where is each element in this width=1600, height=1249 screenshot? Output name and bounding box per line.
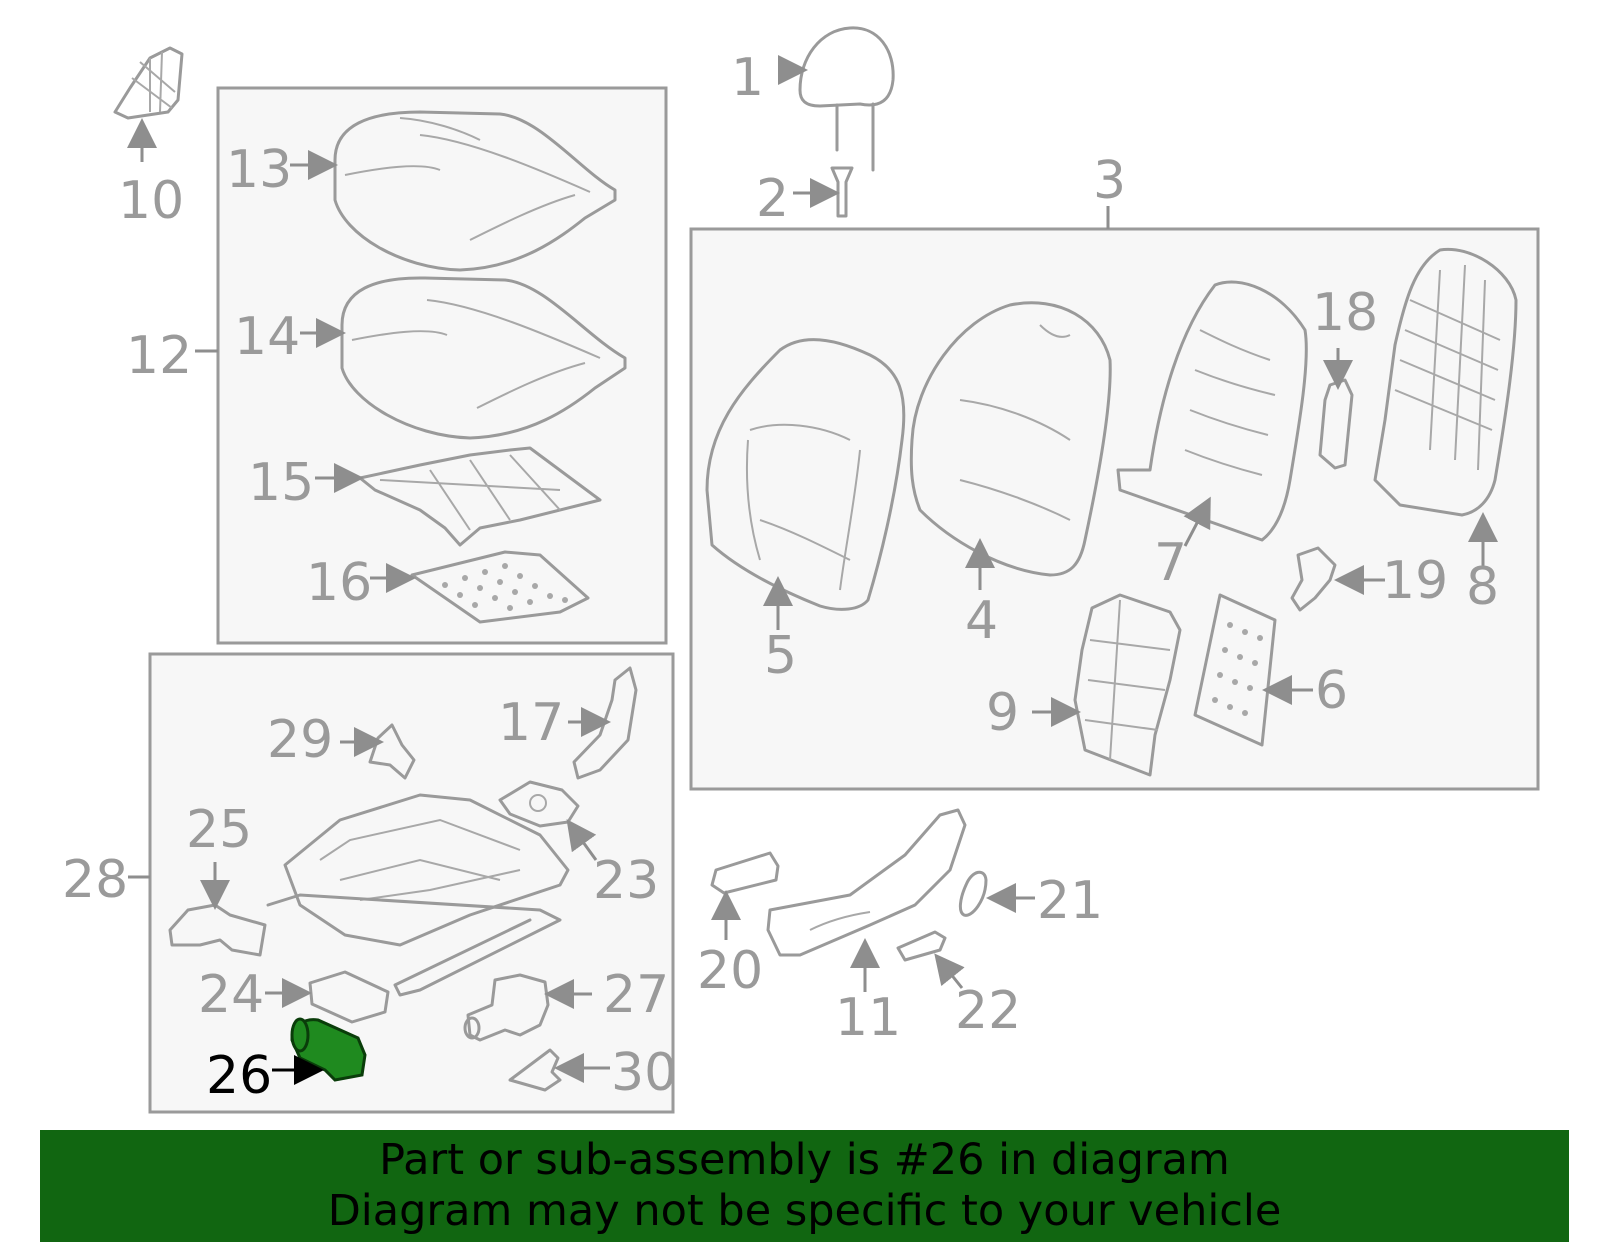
cushion-group-box [216,86,668,645]
part-2-headrest-guide[interactable] [830,166,854,218]
info-banner: Part or sub-assembly is #26 in diagram D… [40,1130,1569,1242]
banner-line-2: Diagram may not be specific to your vehi… [327,1186,1282,1236]
part-15-heater-mat[interactable] [358,446,602,547]
label-30: 30 [611,1043,677,1103]
part-10-bracket[interactable] [113,46,184,120]
part-19-clip[interactable] [1290,546,1337,612]
part-25-motor-bracket[interactable] [168,903,267,957]
back-group-box [689,227,1540,791]
arrow-22 [934,953,965,989]
label-6: 6 [1315,661,1348,721]
arrow-7 [1183,496,1211,547]
part-8-back-panel[interactable] [1373,247,1518,517]
part-28-cushion-frame[interactable] [266,793,570,997]
part-4-back-pad[interactable] [909,301,1112,577]
label-18: 18 [1312,283,1378,343]
part-7-back-frame[interactable] [1116,280,1308,542]
label-12: 12 [126,326,192,386]
label-20: 20 [697,941,763,1001]
part-5-back-cover[interactable] [705,338,906,611]
part-29-clip[interactable] [368,723,416,780]
label-10: 10 [118,171,184,231]
label-23: 23 [593,851,659,911]
part-26-motor-highlighted[interactable] [290,1017,367,1082]
label-16: 16 [306,553,372,613]
part-21-knob[interactable] [958,870,988,917]
part-20-switch[interactable] [710,851,780,895]
label-22: 22 [955,981,1021,1041]
banner-line-1: Part or sub-assembly is #26 in diagram [379,1135,1230,1185]
label-29: 29 [267,710,333,770]
label-19: 19 [1382,551,1448,611]
label-28: 28 [62,850,128,910]
part-1-headrest[interactable] [798,26,895,172]
part-13-cushion-cover[interactable] [333,110,617,272]
part-16-perforated-mat[interactable] [410,550,590,624]
label-14: 14 [234,307,300,367]
label-7: 7 [1154,533,1187,593]
label-24: 24 [198,965,264,1025]
label-21: 21 [1037,871,1103,931]
arrow-23 [566,819,598,861]
part-9-lumbar-support[interactable] [1073,593,1182,777]
label-25: 25 [186,800,252,860]
label-17: 17 [498,693,564,753]
part-30-clip[interactable] [508,1048,562,1092]
label-3: 3 [1093,151,1126,211]
label-11: 11 [835,988,901,1048]
label-27: 27 [603,965,669,1025]
part-22-knob[interactable] [896,930,947,962]
label-26: 26 [206,1046,272,1106]
part-27-motor[interactable] [463,973,550,1042]
label-2: 2 [756,169,789,229]
label-15: 15 [248,453,314,513]
part-6-perforated-panel[interactable] [1193,593,1277,747]
part-24-module[interactable] [308,970,390,1024]
label-5: 5 [764,626,797,686]
part-23-plate[interactable] [498,780,580,828]
label-4: 4 [965,591,998,651]
part-11-side-shield[interactable] [766,808,967,957]
label-9: 9 [986,683,1019,743]
label-1: 1 [731,48,764,108]
label-13: 13 [226,140,292,200]
part-14-cushion-pad[interactable] [340,276,627,440]
label-8: 8 [1466,557,1499,617]
